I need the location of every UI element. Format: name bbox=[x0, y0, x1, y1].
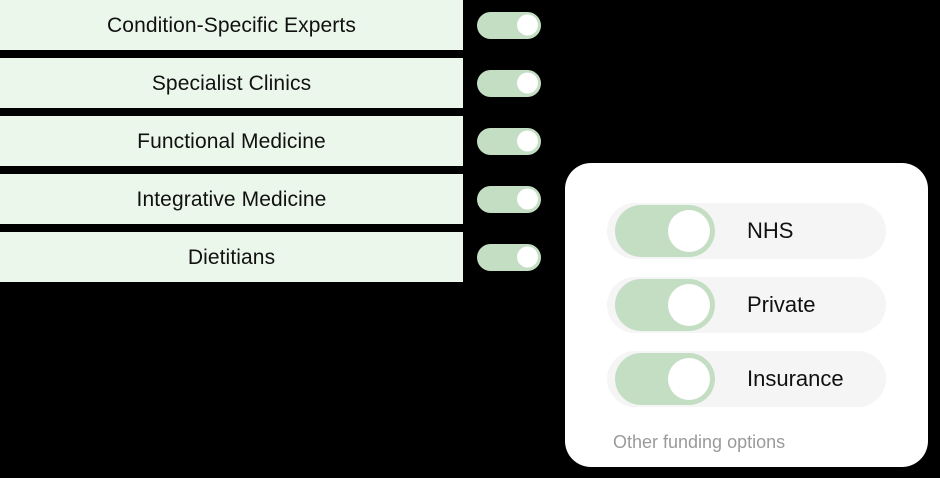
category-toggle-slot bbox=[477, 0, 547, 50]
funding-options-card: NHS Private Insurance Other funding opti… bbox=[565, 163, 928, 467]
category-label: Functional Medicine bbox=[137, 129, 326, 153]
funding-option-label: Insurance bbox=[747, 366, 844, 391]
category-toggle-slot bbox=[477, 58, 547, 108]
other-funding-options-link[interactable]: Other funding options bbox=[613, 432, 786, 452]
toggle-on-icon[interactable] bbox=[477, 11, 541, 39]
toggle-on-icon[interactable] bbox=[477, 69, 541, 97]
category-list: Condition-Specific Experts Specialist Cl… bbox=[0, 0, 463, 282]
list-item[interactable]: Specialist Clinics bbox=[0, 58, 463, 108]
list-item[interactable]: Condition-Specific Experts bbox=[0, 0, 463, 50]
funding-option-row[interactable]: NHS bbox=[607, 203, 886, 259]
toggle-knob bbox=[517, 14, 538, 36]
list-item[interactable]: Integrative Medicine bbox=[0, 174, 463, 224]
funding-option-label: NHS bbox=[747, 218, 794, 243]
category-label: Condition-Specific Experts bbox=[107, 13, 356, 37]
funding-option-row[interactable]: Private bbox=[607, 277, 886, 333]
toggle-knob bbox=[668, 358, 710, 400]
toggle-knob bbox=[517, 246, 538, 268]
category-toggle-slot bbox=[477, 174, 547, 224]
toggle-knob bbox=[517, 130, 538, 152]
funding-option-row[interactable]: Insurance bbox=[607, 351, 886, 407]
category-toggle-slot bbox=[477, 116, 547, 166]
list-item[interactable]: Functional Medicine bbox=[0, 116, 463, 166]
category-toggle-slot bbox=[477, 232, 547, 282]
category-label: Dietitians bbox=[187, 245, 276, 269]
toggle-knob bbox=[668, 284, 710, 326]
toggle-knob bbox=[668, 210, 710, 252]
toggle-knob bbox=[517, 72, 538, 94]
toggle-on-icon[interactable] bbox=[615, 279, 715, 331]
category-label: Integrative Medicine bbox=[136, 187, 327, 211]
toggle-on-icon[interactable] bbox=[615, 353, 715, 405]
toggle-on-icon[interactable] bbox=[477, 127, 541, 155]
toggle-on-icon[interactable] bbox=[477, 243, 541, 271]
list-item[interactable]: Dietitians bbox=[0, 232, 463, 282]
funding-option-label: Private bbox=[747, 292, 816, 317]
toggle-knob bbox=[517, 188, 538, 210]
toggle-on-icon[interactable] bbox=[477, 185, 541, 213]
toggle-on-icon[interactable] bbox=[615, 205, 715, 257]
category-toggle-column bbox=[477, 0, 547, 282]
category-label: Specialist Clinics bbox=[151, 71, 312, 95]
